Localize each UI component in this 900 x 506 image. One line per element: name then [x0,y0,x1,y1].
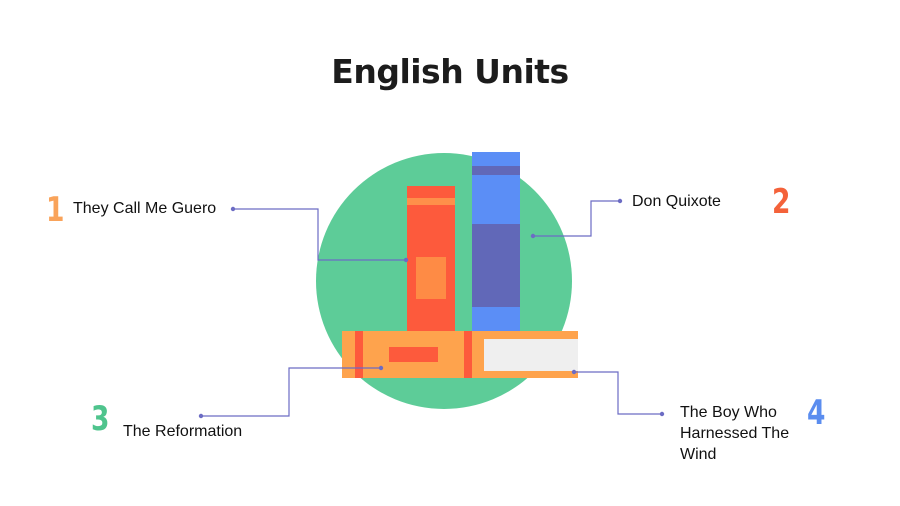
connector-2-dot-start [617,198,623,204]
item-4-label: The Boy Who Harnessed The Wind [680,404,790,463]
connector-1 [233,208,406,261]
connector-3-dot-end [378,365,384,371]
item-2-label: Don Quixote [632,193,721,210]
connector-4-dot-end [659,411,665,417]
connector-1-dot-start [230,206,236,212]
connector-3-dot-start [198,413,204,419]
item-4-number: 4 [807,393,826,433]
connector-4 [574,371,662,415]
item-3-number: 3 [91,399,110,439]
blue-book-icon [472,152,520,332]
connector-4-dot-start [571,369,577,375]
item-2-number: 2 [772,182,791,222]
connector-2 [533,200,620,237]
connector-3 [201,367,381,417]
slide-title: English Units [331,52,569,91]
connector-2-dot-end [530,233,536,239]
item-3-label: The Reformation [123,423,243,440]
red-book-icon [407,186,455,332]
item-1-label: They Call Me Guero [73,200,217,217]
orange-book-icon [342,331,578,378]
item-1-number: 1 [46,190,65,230]
connector-1-dot-end [403,257,409,263]
